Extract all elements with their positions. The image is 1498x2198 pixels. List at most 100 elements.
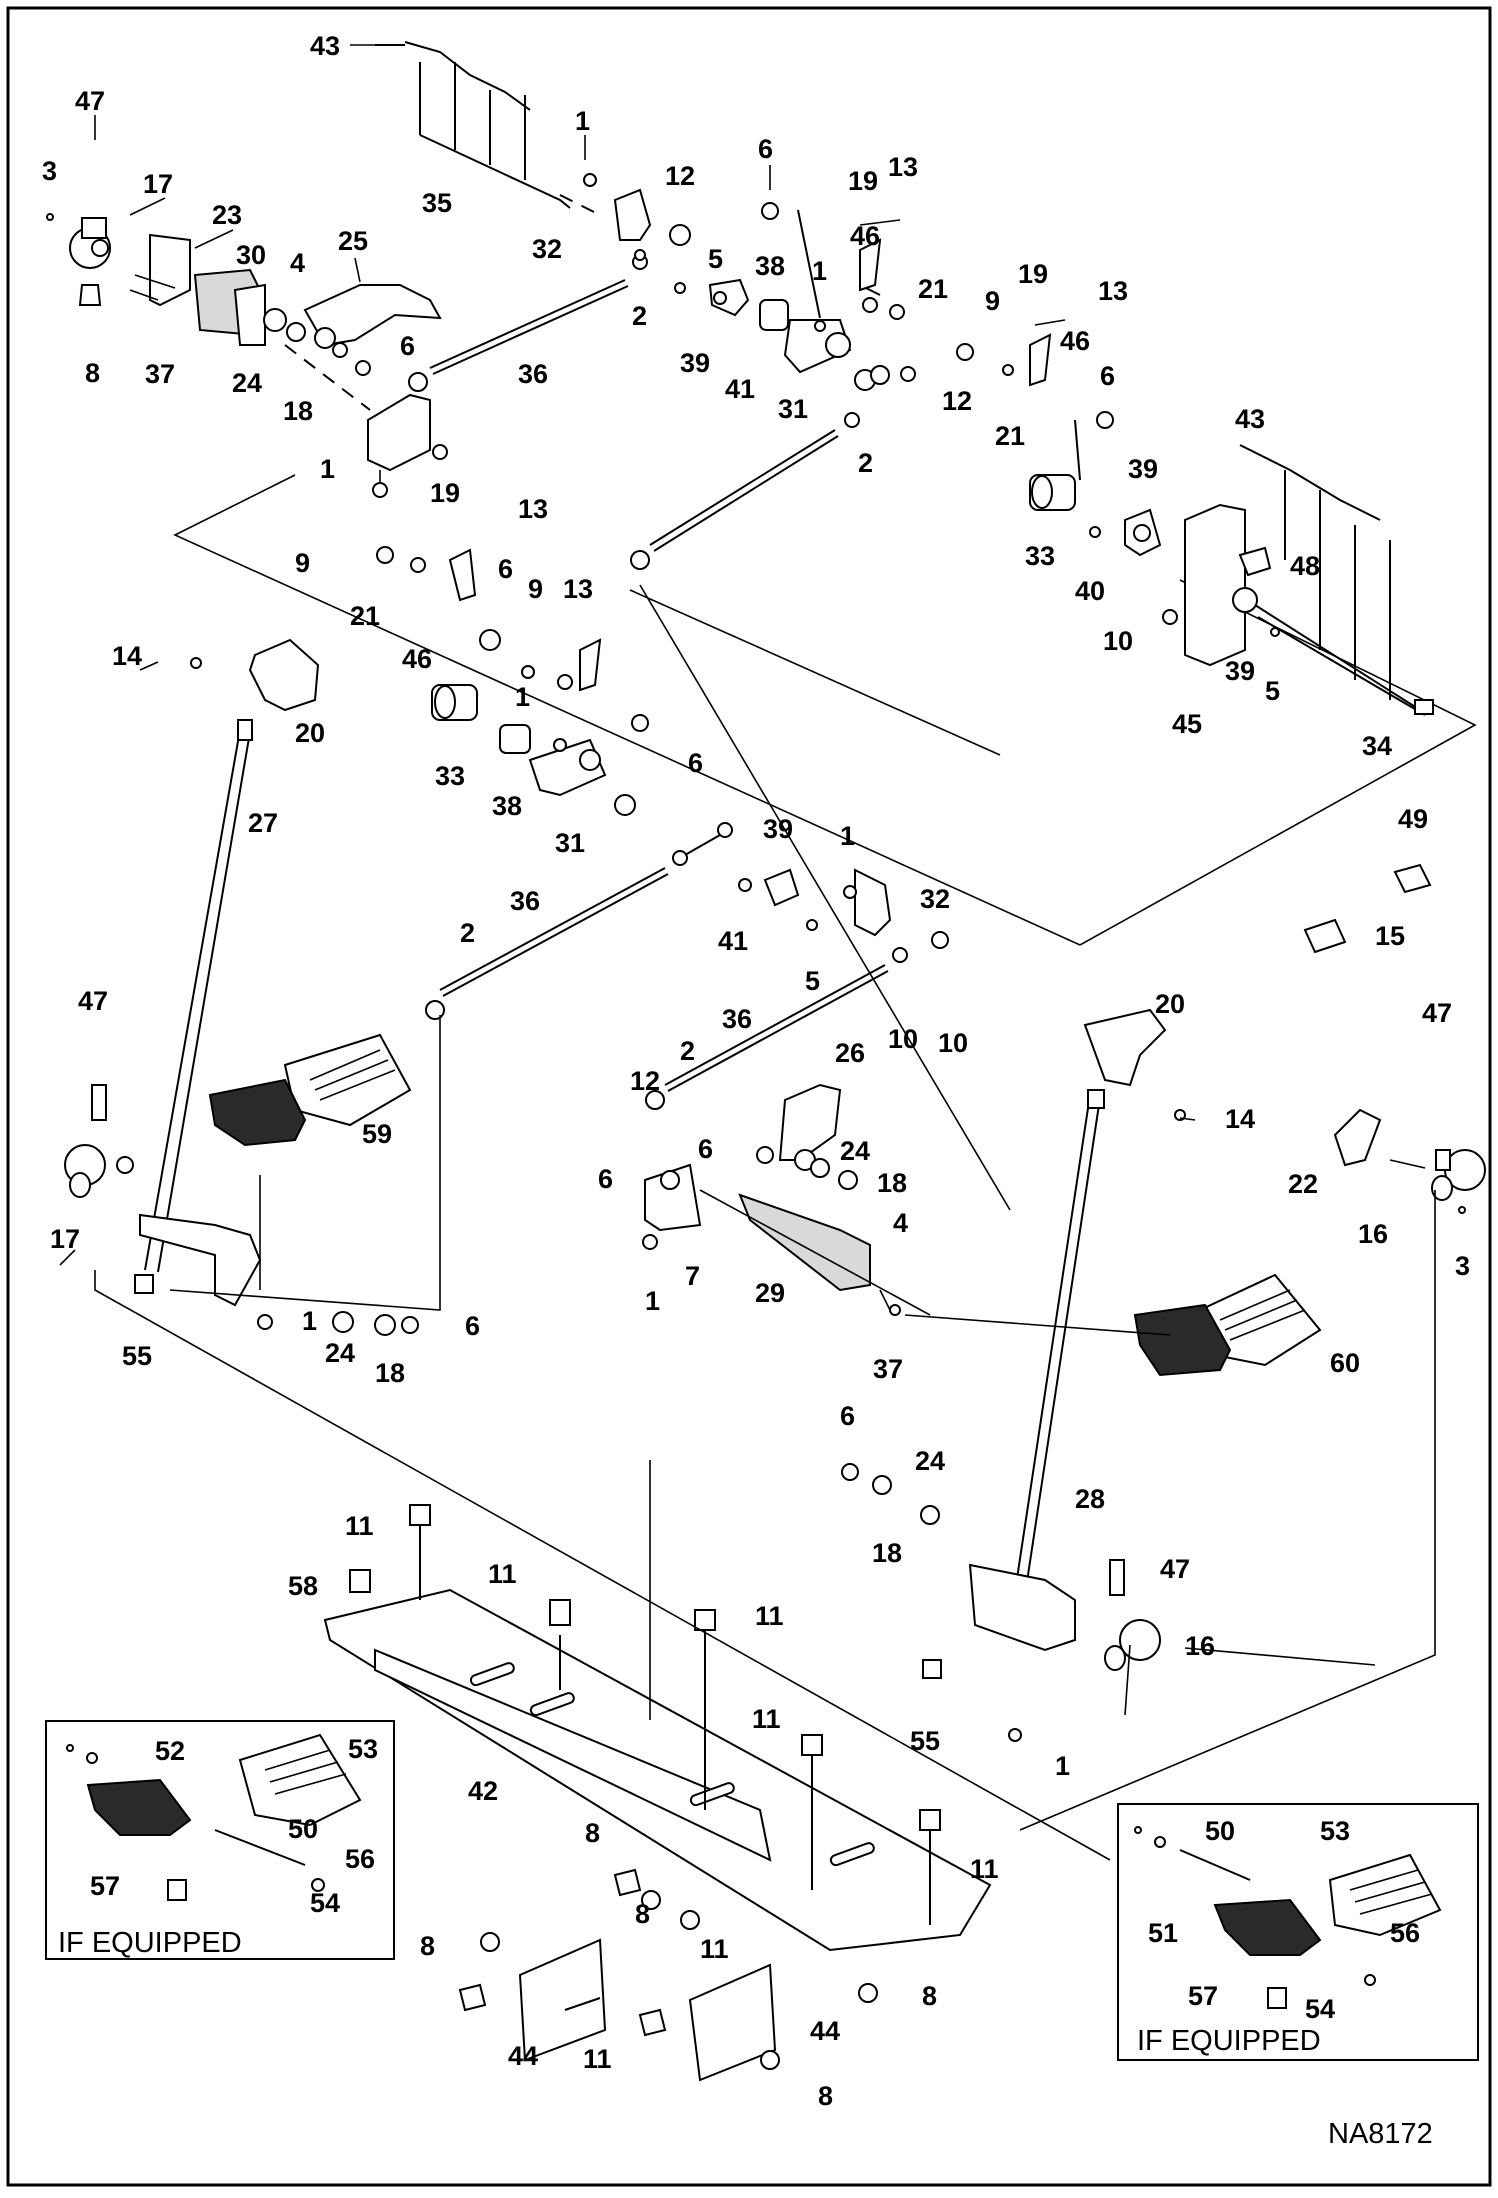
callout: 51 <box>1148 1918 1178 1948</box>
callout: 50 <box>288 1814 318 1844</box>
lever-handle-right <box>1009 1008 1186 1629</box>
bracket-upper <box>367 393 448 498</box>
callout: 8 <box>420 1931 435 1961</box>
callout: 41 <box>725 374 755 404</box>
if-equipped-right <box>1117 1803 1479 2061</box>
callout: 5 <box>708 244 723 274</box>
callout: 8 <box>818 2081 833 2111</box>
callout: 6 <box>688 748 703 778</box>
callout: 18 <box>877 1168 907 1198</box>
callout: 46 <box>1060 326 1090 356</box>
callout: 34 <box>1362 731 1392 761</box>
callout: 3 <box>42 156 57 186</box>
callout: 46 <box>850 221 880 251</box>
callout: 38 <box>492 791 522 821</box>
callout: 14 <box>1225 1104 1255 1134</box>
callout: 1 <box>320 454 335 484</box>
callout: 4 <box>893 1208 908 1238</box>
callout: 7 <box>685 1261 700 1291</box>
callout: 50 <box>1205 1816 1235 1846</box>
callout: 1 <box>302 1306 317 1336</box>
callout: 21 <box>995 421 1025 451</box>
callout: 19 <box>430 478 460 508</box>
upper-assembly-outline <box>173 474 1477 1211</box>
callout: 21 <box>918 274 948 304</box>
callout: 11 <box>700 1934 729 1964</box>
callout: 1 <box>515 682 530 712</box>
pedal-bracket-left <box>64 1084 419 1336</box>
callout: 18 <box>283 396 313 426</box>
callout: 39 <box>1128 454 1158 484</box>
callout: 13 <box>518 494 548 524</box>
callout: 1 <box>1055 1751 1070 1781</box>
callout: 16 <box>1358 1219 1388 1249</box>
callout: 1 <box>812 256 827 286</box>
callout: 21 <box>350 601 380 631</box>
rod-36-lower-right <box>645 947 908 1110</box>
callout: 6 <box>1100 361 1115 391</box>
callout: 46 <box>402 644 432 674</box>
callout: 47 <box>78 986 108 1016</box>
if-equipped-label-left: IF EQUIPPED <box>58 1927 242 1959</box>
callout: 19 <box>1018 259 1048 289</box>
callout: 11 <box>970 1854 999 1884</box>
callout: 11 <box>488 1559 517 1589</box>
callout: 6 <box>758 134 773 164</box>
pedal-mount-right <box>922 1559 1161 1742</box>
callout: 4 <box>290 248 305 278</box>
callout: 42 <box>468 1776 498 1806</box>
callout: 32 <box>920 884 950 914</box>
callout: 53 <box>1320 1816 1350 1846</box>
callout: 2 <box>680 1036 695 1066</box>
callout: 26 <box>835 1038 865 1068</box>
callout: 12 <box>665 161 695 191</box>
rod-36-right <box>630 412 860 570</box>
callout: 8 <box>585 1818 600 1848</box>
callout: 31 <box>778 394 808 424</box>
clips-49-15 <box>1303 863 1432 954</box>
callout: 33 <box>1025 541 1055 571</box>
pedal-bracket-right <box>1333 1108 1486 1214</box>
callout: 6 <box>400 331 415 361</box>
callout: 13 <box>888 152 918 182</box>
page-border <box>6 6 1492 2187</box>
callout: 43 <box>310 31 340 61</box>
callout: 40 <box>1075 576 1105 606</box>
callout: 54 <box>1305 1994 1335 2024</box>
callout: 16 <box>1185 1631 1215 1661</box>
callout: 53 <box>348 1734 378 1764</box>
callout: 10 <box>888 1024 918 1054</box>
floor-plate-42 <box>323 1504 992 1952</box>
callout: 28 <box>1075 1484 1105 1514</box>
linkage-middle <box>376 546 649 816</box>
callout: 56 <box>345 1844 375 1874</box>
callout: 11 <box>345 1511 374 1541</box>
callout: 55 <box>122 1341 152 1371</box>
callout: 14 <box>112 641 142 671</box>
callout: 18 <box>375 1358 405 1388</box>
callout: 11 <box>583 2044 612 2074</box>
callout: 9 <box>985 286 1000 316</box>
callout: 13 <box>1098 276 1128 306</box>
callout: 36 <box>722 1004 752 1034</box>
callout: 11 <box>752 1704 781 1734</box>
callout: 39 <box>1225 656 1255 686</box>
callout: 43 <box>1235 404 1265 434</box>
callout: 11 <box>755 1601 784 1631</box>
figure-id: NA8172 <box>1328 2118 1433 2150</box>
callout: 24 <box>915 1446 945 1476</box>
callout: 29 <box>755 1278 785 1308</box>
callout: 1 <box>575 106 590 136</box>
callout: 32 <box>532 234 562 264</box>
callout: 5 <box>1265 676 1280 706</box>
pedal-59 <box>208 1033 412 1147</box>
lower-assembly-outline <box>94 1015 1436 1861</box>
callout: 37 <box>873 1354 903 1384</box>
callout: 57 <box>1188 1981 1218 2011</box>
pedal-60 <box>1133 1273 1322 1377</box>
callout: 9 <box>295 548 310 578</box>
callout: 10 <box>938 1028 968 1058</box>
callout: 2 <box>460 918 475 948</box>
callout: 36 <box>510 886 540 916</box>
